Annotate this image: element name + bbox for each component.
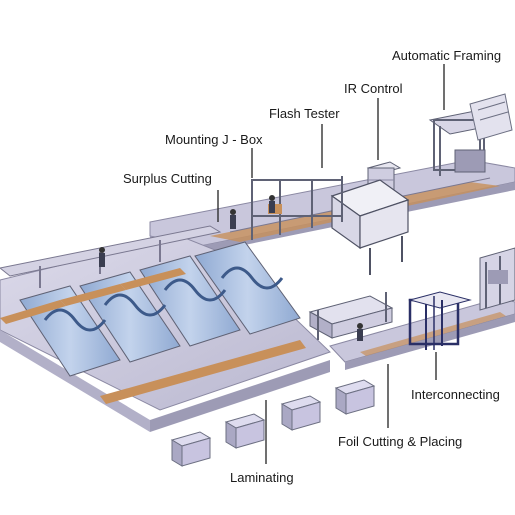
flash-tester xyxy=(330,179,410,275)
label-foil-cutting-placing: Foil Cutting & Placing xyxy=(338,434,462,449)
operator-figure xyxy=(230,209,236,229)
storage-box xyxy=(280,395,322,431)
label-surplus-cutting: Surplus Cutting xyxy=(123,171,212,186)
label-flash-tester: Flash Tester xyxy=(269,106,340,121)
label-laminating: Laminating xyxy=(230,470,294,485)
interconnecting-station xyxy=(408,291,472,350)
storage-box xyxy=(334,379,376,415)
foil-cutting-station xyxy=(308,292,394,341)
storage-box xyxy=(224,413,266,449)
laminating-area xyxy=(0,225,331,432)
labels: Automatic Framing IR Control Flash Teste… xyxy=(123,48,501,485)
label-mounting-j-box: Mounting J - Box xyxy=(165,132,263,147)
leader-lines xyxy=(217,64,445,464)
storage-box xyxy=(170,431,212,467)
storage-boxes xyxy=(170,379,376,467)
label-interconnecting: Interconnecting xyxy=(411,387,500,402)
lower-conveyor xyxy=(329,297,515,370)
label-automatic-framing: Automatic Framing xyxy=(392,48,501,63)
stringer-machine xyxy=(479,247,515,311)
automatic-framing-machine xyxy=(428,93,513,176)
label-ir-control: IR Control xyxy=(344,81,403,96)
mounting-j-box-station xyxy=(251,176,343,240)
